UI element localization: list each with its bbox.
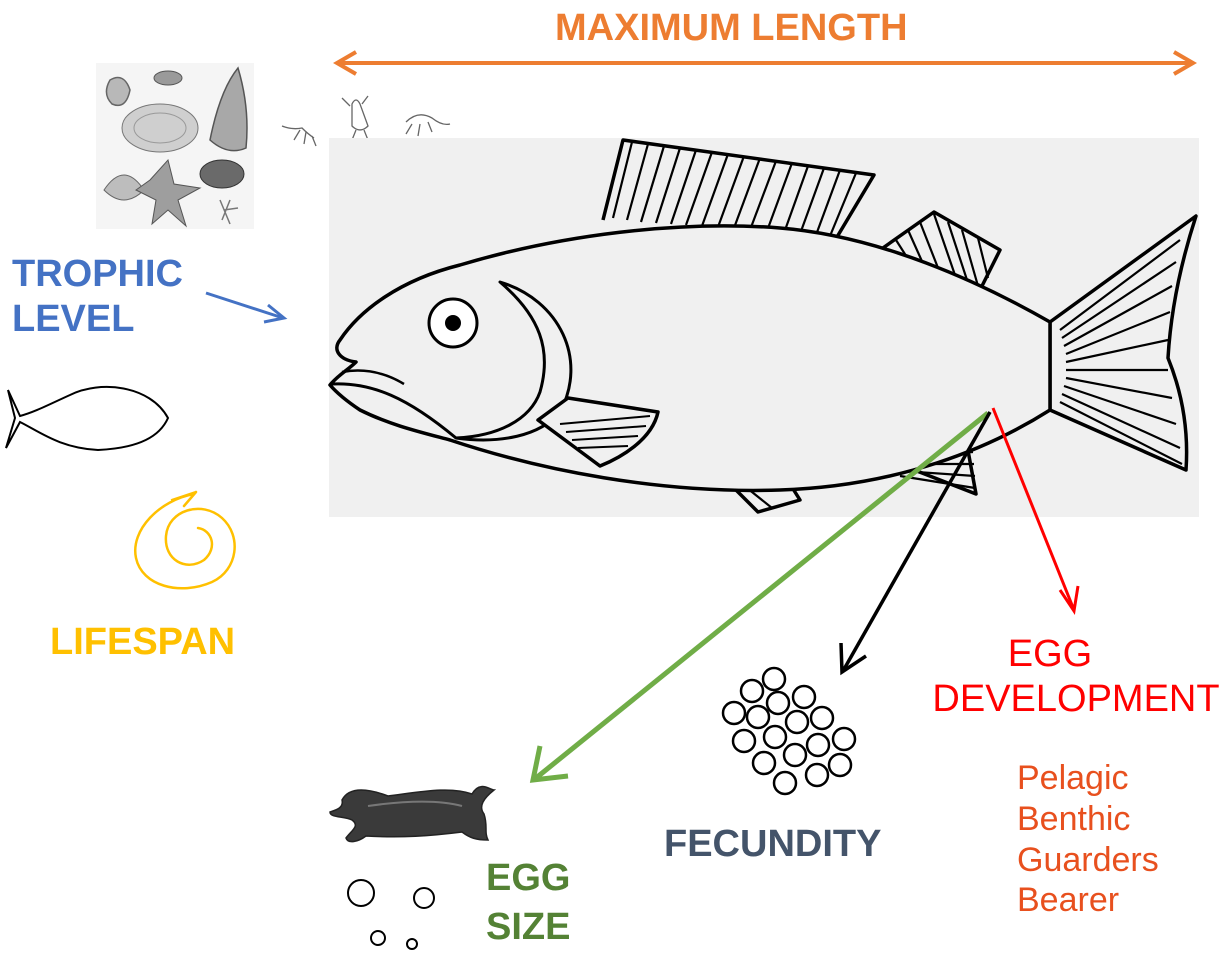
small-fish-outline-icon — [6, 387, 168, 450]
lifespan-spiral-icon — [135, 492, 234, 588]
egg-size-label: EGG SIZE — [486, 854, 570, 951]
egg-development-type-item: Guarders — [1017, 840, 1159, 881]
prey-invertebrates-icon — [96, 63, 254, 229]
egg-development-label: EGG DEVELOPMENT — [930, 632, 1227, 722]
fecundity-label: FECUNDITY — [664, 822, 881, 867]
trophic-level-arrow — [206, 293, 284, 322]
maximum-length-arrow — [337, 52, 1193, 74]
skate-egg-case-icon — [330, 787, 494, 842]
egg-development-type-item: Bearer — [1017, 880, 1159, 921]
egg-size-circles — [348, 880, 434, 949]
egg-development-line2: DEVELOPMENT — [922, 677, 1227, 722]
maximum-length-label: MAXIMUM LENGTH — [555, 6, 908, 51]
egg-size-line1: EGG — [486, 854, 570, 903]
egg-development-type-item: Pelagic — [1017, 758, 1159, 799]
trophic-level-line1: TROPHIC — [12, 252, 183, 297]
trophic-level-label: TROPHIC LEVEL — [12, 252, 183, 342]
egg-development-types-list: Pelagic Benthic Guarders Bearer — [1017, 758, 1159, 921]
egg-size-line2: SIZE — [486, 903, 570, 952]
egg-development-type-item: Benthic — [1017, 799, 1159, 840]
lifespan-label: LIFESPAN — [50, 620, 235, 665]
egg-cluster-icon — [723, 668, 855, 794]
trophic-level-line2: LEVEL — [12, 297, 183, 342]
egg-development-line1: EGG — [870, 632, 1227, 677]
